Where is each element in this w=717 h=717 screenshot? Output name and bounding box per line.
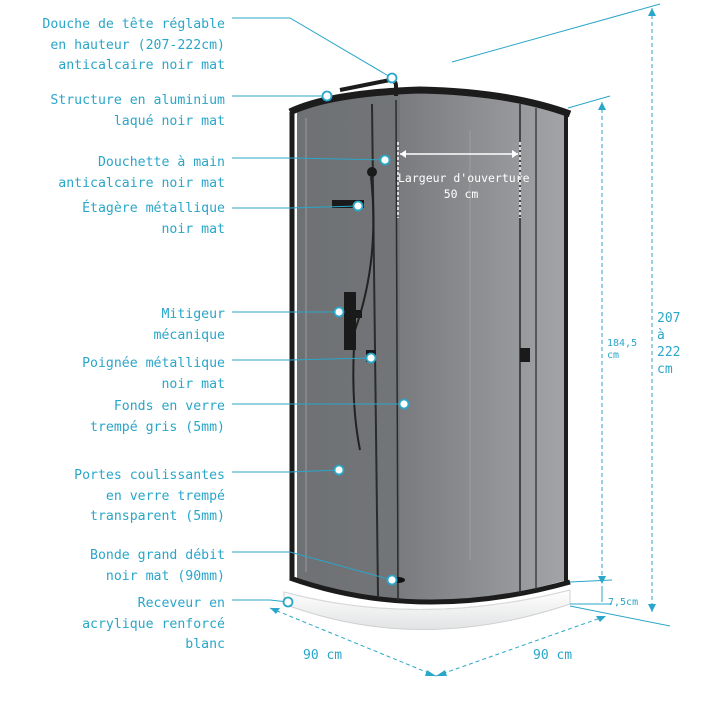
- label-drain: Bonde grand débit noir mat (90mm): [90, 548, 225, 584]
- label-tray: Receveur en acrylique renforcé blanc: [82, 596, 225, 652]
- opening-marker: [397, 142, 521, 218]
- tray-height-label: 7,5cm: [608, 597, 639, 608]
- dimension-lines: [269, 3, 671, 677]
- opening-width-label: Largeur d'ouverture 50 cm: [398, 171, 530, 201]
- door-edge-center: [395, 99, 399, 601]
- door-handle-right: [520, 348, 530, 362]
- label-shelf: Étagère métallique noir mat: [82, 201, 225, 237]
- label-doors: Portes coulissantes en verre trempé tran…: [74, 468, 225, 524]
- total-height-label: 207 à 222 cm: [657, 311, 681, 377]
- width-right-label: 90 cm: [533, 648, 573, 663]
- label-back-glass: Fonds en verre trempé gris (5mm): [90, 399, 225, 435]
- label-head-shower: Douche de tête réglable en hauteur (207-…: [42, 17, 225, 73]
- dimension-arrowheads: [270, 8, 656, 676]
- label-frame: Structure en aluminium laqué noir mat: [50, 93, 225, 129]
- width-left-label: 90 cm: [303, 648, 343, 663]
- hand-shower-head: [367, 167, 377, 177]
- bottom-frame: [289, 575, 571, 605]
- label-handle: Poignée métallique noir mat: [82, 356, 225, 392]
- label-mixer: Mitigeur mécanique: [153, 307, 225, 343]
- leader-dots: [282, 72, 410, 608]
- shower-enclosure: [288, 77, 572, 605]
- shelf: [332, 200, 364, 208]
- label-hand-shower: Douchette à main anticalcaire noir mat: [58, 155, 225, 191]
- leader-lines: [232, 17, 404, 603]
- mixer-body: [344, 292, 356, 350]
- glass-height-label: 184,5 cm: [607, 338, 638, 361]
- top-frame: [288, 86, 572, 118]
